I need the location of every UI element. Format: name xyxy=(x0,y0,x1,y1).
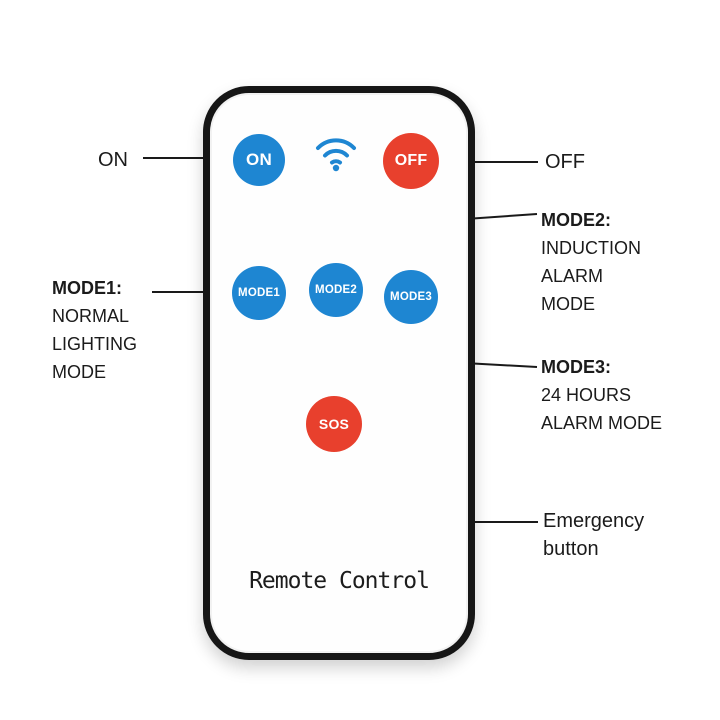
annotation-off: OFF xyxy=(545,148,585,176)
annotation-mode1-line: LIGHTING xyxy=(52,334,138,354)
annotation-on-label: ON xyxy=(98,149,128,171)
annotation-mode1-line: NORMAL xyxy=(52,306,130,326)
annotation-mode2-line: MODE xyxy=(541,294,595,314)
mode3-button: MODE3 xyxy=(384,270,438,324)
on-button: ON xyxy=(233,134,285,186)
annotation-emergency-line: button xyxy=(543,538,599,560)
annotation-mode2: MODE2: INDUCTION ALARM MODE xyxy=(541,206,641,318)
mode2-button: MODE2 xyxy=(309,263,363,317)
mode1-button: MODE1 xyxy=(232,266,286,320)
off-button: OFF xyxy=(383,133,439,189)
annotation-on: ON xyxy=(98,146,128,174)
annotation-mode3-line: 24 HOURS xyxy=(541,385,632,405)
annotation-emergency-line: Emergency xyxy=(543,510,645,532)
annotation-mode2-line: ALARM xyxy=(541,266,604,286)
wifi-icon xyxy=(311,133,361,173)
annotation-mode3-title: MODE3: xyxy=(541,357,612,377)
annotation-mode3: MODE3: 24 HOURS ALARM MODE xyxy=(541,353,662,437)
annotation-mode1-line: MODE xyxy=(52,362,106,382)
annotation-mode1: MODE1: NORMAL LIGHTING MODE xyxy=(52,274,137,386)
annotation-mode1-title: MODE1: xyxy=(52,278,123,298)
annotation-emergency: Emergency button xyxy=(543,507,644,563)
sos-button: SOS xyxy=(306,396,362,452)
annotation-mode2-line: INDUCTION xyxy=(541,238,641,258)
annotation-off-label: OFF xyxy=(545,151,585,173)
annotation-mode3-line: ALARM MODE xyxy=(541,413,663,433)
remote-control-label: Remote Control xyxy=(249,568,430,594)
annotation-mode2-title: MODE2: xyxy=(541,210,612,230)
